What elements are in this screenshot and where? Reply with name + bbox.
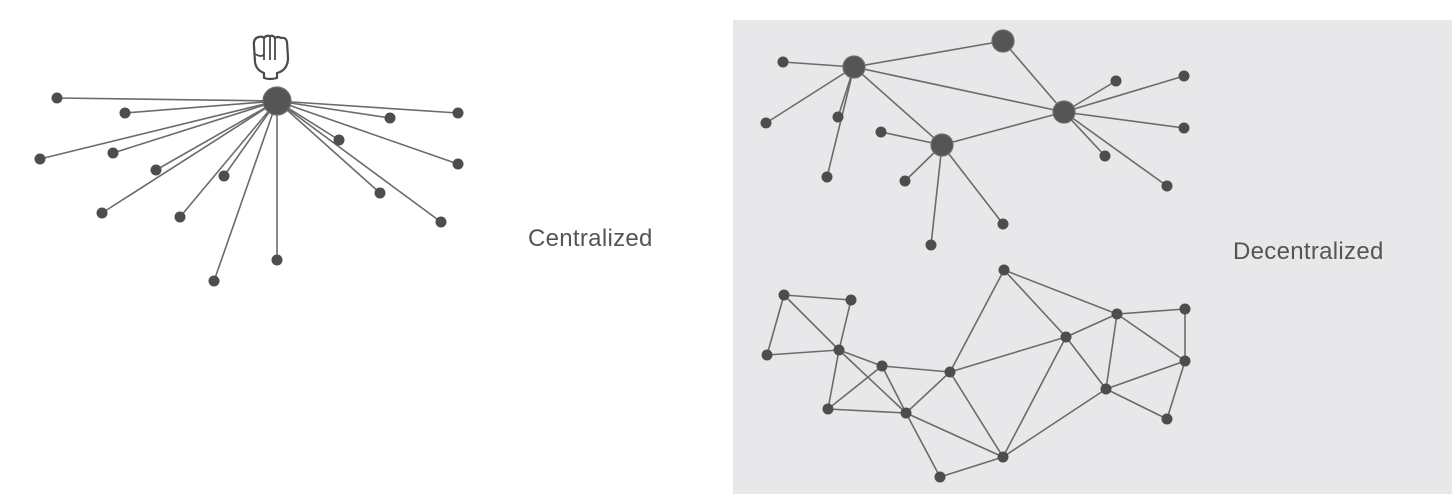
decentralized-top-nodes [760,29,1190,251]
network-node [760,117,772,129]
decentralized-label: Decentralized [1233,238,1384,265]
network-node [899,175,911,187]
peripheral-node [34,153,46,165]
peripheral-node [271,254,283,266]
hub-node [842,55,866,79]
peripheral-node [107,147,119,159]
network-node [875,126,887,138]
centralized-label: Centralized [528,225,653,252]
mesh-edges [766,269,1186,478]
mesh-node [845,294,857,306]
centralized-edges [39,97,459,282]
network-node [1110,75,1122,87]
mesh-node [876,360,888,372]
network-node [1161,180,1173,192]
network-node [777,56,789,68]
mesh-node [900,407,912,419]
centralized-nodes [34,86,464,287]
mesh-node [761,349,773,361]
mesh-node [997,451,1009,463]
peripheral-node [96,207,108,219]
mesh-node [822,403,834,415]
hub-node [930,133,954,157]
peripheral-node [452,158,464,170]
mesh-node [1111,308,1123,320]
centralized-network [34,34,464,287]
decentralized-mesh-network [761,264,1191,483]
network-node [821,171,833,183]
peripheral-node [435,216,447,228]
mesh-nodes [761,264,1191,483]
peripheral-node [174,211,186,223]
peripheral-node [208,275,220,287]
peripheral-node [333,134,345,146]
hub-node [991,29,1015,53]
fist-icon [252,34,290,81]
mesh-node [1179,303,1191,315]
peripheral-node [150,164,162,176]
mesh-node [778,289,790,301]
mesh-node [1060,331,1072,343]
network-node [1178,122,1190,134]
network-node [1099,150,1111,162]
peripheral-node [384,112,396,124]
peripheral-node [452,107,464,119]
decentralized-panel [733,20,1452,494]
peripheral-node [218,170,230,182]
mesh-node [934,471,946,483]
network-node [832,111,844,123]
mesh-node [833,344,845,356]
peripheral-node [119,107,131,119]
network-node [925,239,937,251]
mesh-node [944,366,956,378]
mesh-node [998,264,1010,276]
mesh-node [1161,413,1173,425]
network-node [1178,70,1190,82]
hub-node [1052,100,1076,124]
peripheral-node [51,92,63,104]
mesh-node [1100,383,1112,395]
decentralized-top-edges [765,40,1185,246]
central-hub-node [262,86,292,116]
peripheral-node [374,187,386,199]
network-node [997,218,1009,230]
decentralized-top-network [760,29,1190,251]
mesh-node [1179,355,1191,367]
